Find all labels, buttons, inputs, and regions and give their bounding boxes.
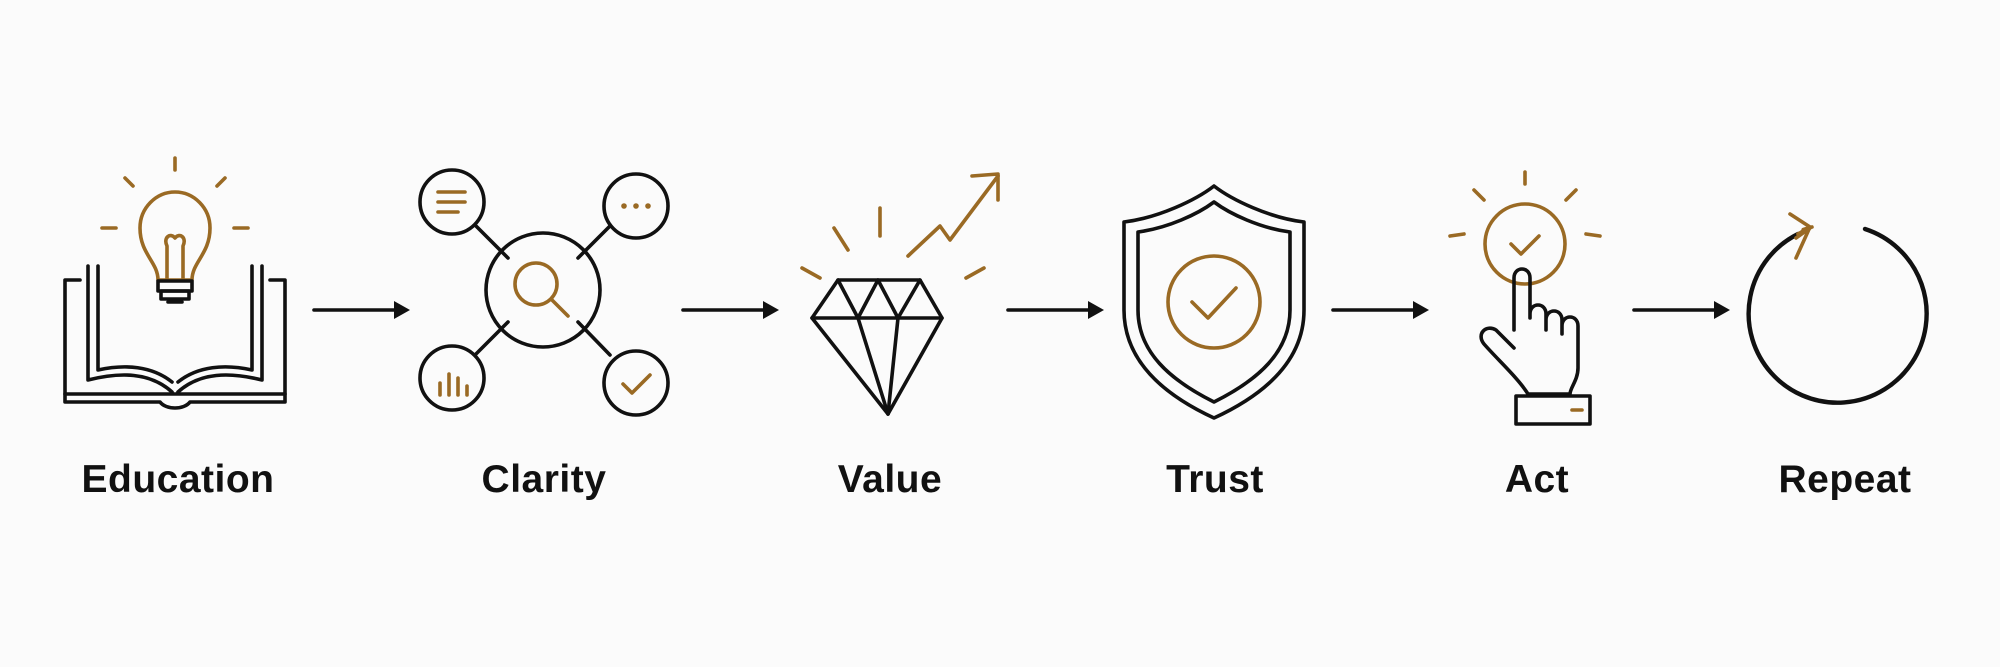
step-label-education: Education	[81, 458, 275, 501]
flow-arrow	[681, 301, 779, 319]
step-label-act: Act	[1504, 458, 1570, 501]
diamond-growth-icon	[800, 172, 1000, 416]
flow-arrow	[312, 301, 410, 319]
step-label-clarity: Clarity	[481, 458, 607, 501]
open-book-lightbulb-icon	[63, 156, 287, 410]
hand-pointer-check-icon	[1448, 170, 1602, 426]
step-label-value: Value	[837, 458, 943, 501]
step-label-trust: Trust	[1166, 458, 1264, 501]
network-magnifier-icon	[418, 168, 670, 417]
shield-check-icon	[1122, 184, 1306, 420]
flow-arrow	[1632, 301, 1730, 319]
circular-arrow-icon	[1746, 212, 1929, 405]
flow-arrow	[1006, 301, 1104, 319]
step-label-repeat: Repeat	[1778, 458, 1912, 501]
flow-arrow	[1331, 301, 1429, 319]
